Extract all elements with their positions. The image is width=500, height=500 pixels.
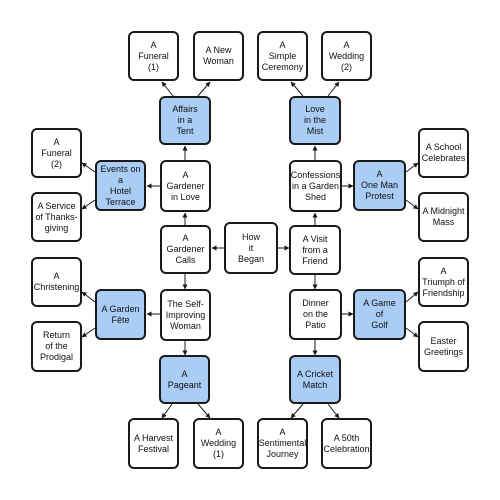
node-a-wedding-1: A Wedding (1): [193, 418, 244, 469]
node-affairs-in-a-tent: Affairs in a Tent: [159, 96, 211, 145]
edge-hotel-to-funeral-2: [81, 162, 96, 173]
node-a-midnight-mass: A Midnight Mass: [418, 192, 469, 242]
node-a-visit-from-a-friend: A Visit from a Friend: [289, 225, 341, 275]
edge-golf-to-triumph: [405, 291, 419, 303]
node-a-simple-ceremony: A Simple Ceremony: [257, 31, 308, 81]
node-dinner-on-the-patio: Dinner on the Patio: [289, 289, 342, 340]
node-a-one-man-protest: A One Man Protest: [353, 160, 406, 211]
node-a-sentimental-journey: A Sentimental Journey: [257, 418, 308, 469]
node-return-of-the-prodigal: Return of the Prodigal: [31, 321, 82, 372]
edge-love-mist-to-wedding-2: [327, 81, 340, 97]
edge-protest-to-school: [405, 162, 419, 173]
edge-fete-to-christening: [81, 291, 96, 303]
node-a-christening: A Christening: [31, 257, 82, 307]
node-easter-greetings: Easter Greetings: [418, 321, 469, 372]
node-a-school-celebrates: A School Celebrates: [418, 128, 469, 178]
node-a-garden-fete: A Garden Fête: [95, 289, 146, 340]
node-a-gardener-calls: A Gardener Calls: [160, 225, 211, 274]
node-how-it-began: How it Began: [224, 222, 278, 274]
node-a-service-of-thanksgiving: A Service of Thanks- giving: [31, 192, 82, 242]
node-a-funeral-1: A Funeral (1): [128, 31, 179, 81]
node-a-game-of-golf: A Game of Golf: [353, 289, 406, 340]
edge-golf-to-easter: [405, 327, 419, 338]
edge-affairs-to-new-woman: [197, 81, 211, 97]
node-a-50th-celebration: A 50th Celebration: [321, 418, 372, 469]
edge-protest-to-midnight-mass: [405, 199, 419, 210]
node-a-harvest-festival: A Harvest Festival: [128, 418, 179, 469]
node-a-cricket-match: A Cricket Match: [289, 355, 341, 404]
node-a-wedding-2: A Wedding (2): [321, 31, 372, 81]
node-a-gardener-in-love: A Gardener in Love: [160, 160, 211, 212]
edge-love-mist-to-simple-ceremony: [290, 81, 304, 97]
node-events-on-a-hotel-terrace: Events on a Hotel Terrace: [95, 160, 146, 211]
node-confessions-in-a-garden-shed: Confessions in a Garden Shed: [289, 160, 342, 212]
node-the-self-improving-woman: The Self- Improving Woman: [160, 289, 211, 341]
edge-hotel-to-thanksgiving: [81, 199, 96, 210]
node-a-new-woman: A New Woman: [193, 31, 244, 81]
edge-cricket-to-sentimental: [290, 403, 304, 419]
node-a-funeral-2: A Funeral (2): [31, 128, 82, 178]
edge-fete-to-prodigal: [81, 327, 96, 338]
edge-affairs-to-funeral-1: [161, 81, 174, 97]
edge-pageant-to-harvest: [161, 403, 173, 419]
node-a-pageant: A Pageant: [159, 355, 210, 404]
edge-pageant-to-wedding-1: [197, 403, 211, 419]
node-a-triumph-of-friendship: A Triumph of Friendship: [418, 257, 469, 307]
edge-cricket-to-50th: [327, 403, 340, 419]
node-love-in-the-mist: Love in the Mist: [289, 96, 341, 145]
